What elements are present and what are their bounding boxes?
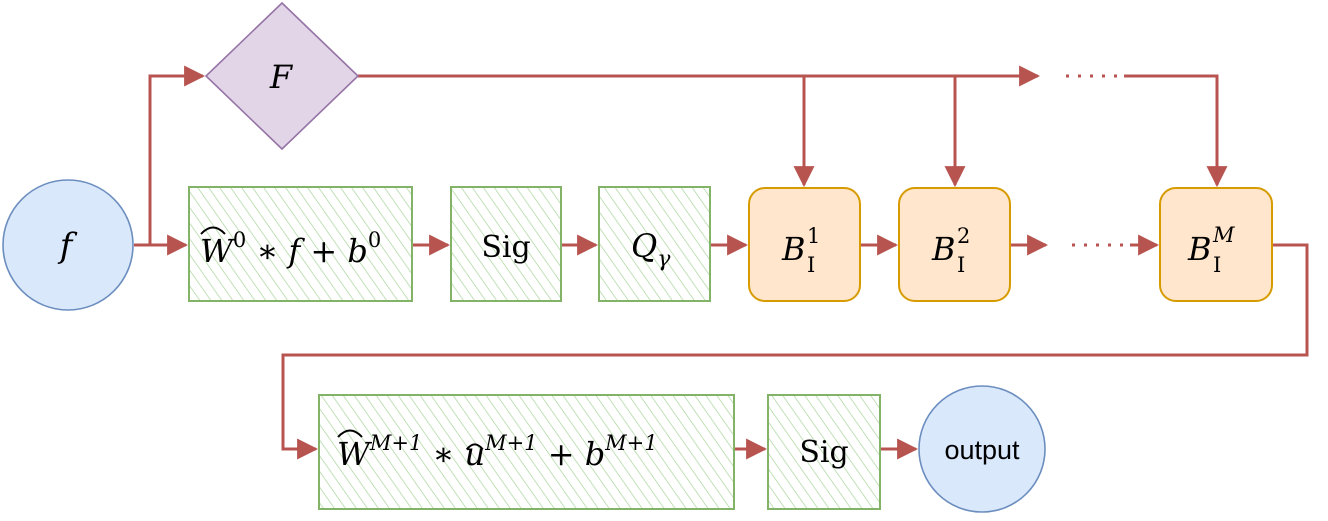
conv-last-plus: + [538,435,585,473]
conv-last-b: b [585,435,605,473]
b1-main: B [781,230,806,268]
conv0-hat [200,226,226,235]
conv-last-op: ∗ [422,435,464,473]
conv0-formula: W0 ∗ f + b0 [200,228,381,270]
node-conv0: W0 ∗ f + b0 [188,186,413,302]
edges [134,65,1309,460]
conv0-w-sup: 0 [233,228,246,252]
conv-last-u-hat [465,443,484,451]
bm-sup: M [1212,223,1235,247]
edge-f-to-decision [148,65,206,245]
edge-bm-to-conv-last [281,243,1309,460]
q-sub: γ [657,247,671,272]
conv-last-u: u [464,435,485,473]
sig1-label: Sig [481,230,530,265]
conv0-op: ∗ [246,232,288,270]
sig2-label: Sig [799,435,848,470]
output-circle [918,385,1046,513]
b1-sub: I [807,253,815,277]
conv0-w: W [200,232,236,270]
q-main: Q [631,227,657,265]
node-b2: B 2 I [898,187,1011,302]
bm-sub: I [1213,253,1221,277]
node-q: Qγ [598,186,711,302]
b2-box [898,187,1011,302]
conv-last-w-sup: M+1 [369,431,422,455]
conv-last-box [318,394,735,510]
conv-last-formula: WM+1 ∗ uM+1 + bM+1 [337,431,658,473]
q-box [598,186,711,302]
q-formula: Qγ [631,227,671,272]
b1-box [748,187,861,302]
b2-main: B [931,230,956,268]
conv-last-b-sup: M+1 [604,431,657,455]
conv0-b: b [347,232,367,270]
decision-diamond [204,1,360,151]
node-b1: B 1 I [748,187,861,302]
node-bm: B M I [1159,187,1273,302]
edge-decision-to-bm [1124,74,1228,188]
decision-label: F [269,58,294,96]
node-decision: F [204,1,360,151]
node-input: f [2,179,134,311]
sig1-box [450,186,562,302]
b1-sup: 1 [807,224,820,248]
bm-main: B [1187,230,1212,268]
b2-sub: I [957,253,965,277]
node-output: output [918,385,1046,513]
node-sig2: Sig [767,394,881,510]
b2-sup: 2 [957,224,970,248]
node-conv-last: WM+1 ∗ uM+1 + bM+1 [318,394,735,510]
bm-box [1159,187,1273,302]
conv0-box [188,186,413,302]
conv0-b-sup: 0 [368,228,381,252]
conv-last-w: W [337,435,373,473]
input-circle [2,179,134,311]
conv-last-u-sup: M+1 [484,431,537,455]
output-label: output [944,435,1020,465]
node-sig1: Sig [450,186,562,302]
conv0-plus: + [300,232,347,270]
sig2-box [767,394,881,510]
conv-last-w-hat [337,429,363,438]
